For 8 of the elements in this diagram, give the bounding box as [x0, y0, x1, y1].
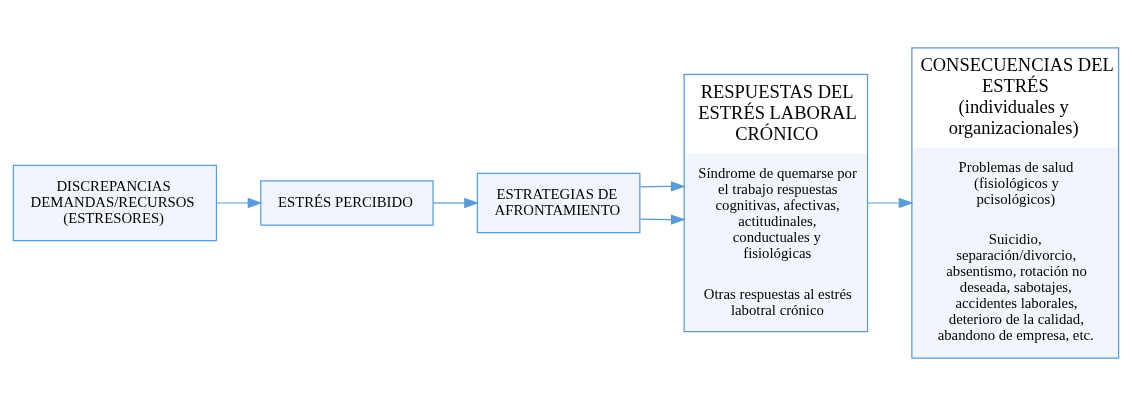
arrow [639, 213, 686, 225]
node-box: ESTRATEGIAS DE AFRONTAMIENTO [476, 172, 641, 233]
node-box: DISCREPANCIAS DEMANDAS/RECURSOS (ESTRESORES) [12, 164, 218, 241]
arrow [867, 197, 914, 208]
arrow [639, 180, 686, 192]
node-box: ESTRÉS PERCIBIDO [260, 179, 434, 226]
arrow [215, 197, 263, 208]
arrow [432, 197, 479, 208]
